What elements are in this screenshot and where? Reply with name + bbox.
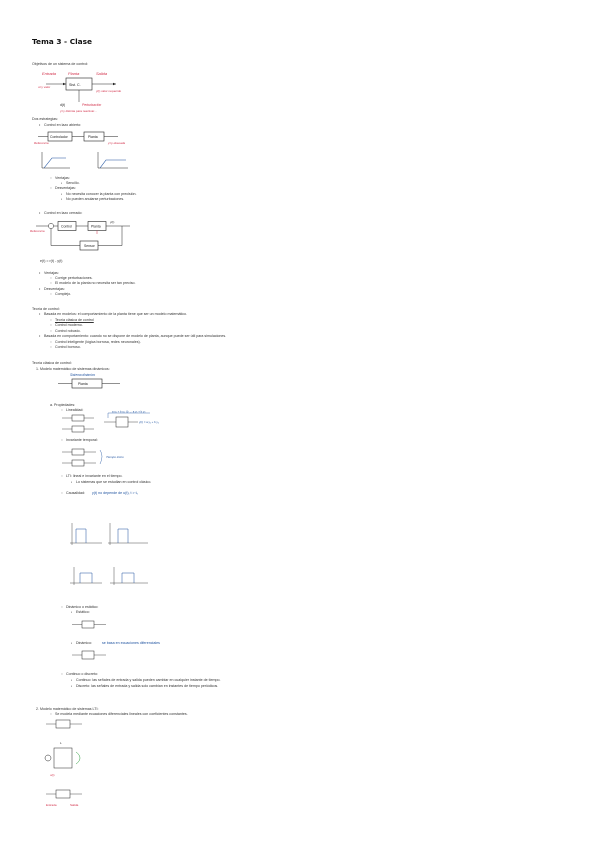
lti-model-diagrams: L u(t) Entrada Salida — [44, 719, 82, 807]
prop-continuous-discrete: Continuo o discreto: — [61, 672, 98, 676]
closed-adv-label: Ventajas: — [39, 271, 59, 275]
props-heading: a. Propiedades: — [50, 403, 76, 407]
svg-text:u=y valor: u=y valor — [38, 85, 50, 89]
svg-text:Entrada: Entrada — [46, 803, 57, 807]
prop-lti-note: Lo sistemas que se estudian en control c… — [71, 480, 151, 484]
open-loop-label: Control en lazo abierto: — [39, 123, 81, 127]
theory-robust: Control robusto. — [50, 329, 80, 333]
prop-lti: LTI: lineal e invariante en el tiempo. — [61, 474, 123, 478]
theory-modern: Control moderno. — [50, 323, 83, 327]
svg-text:L: L — [60, 741, 62, 745]
objectives-heading: Objetivos de un sistema de control: — [32, 62, 89, 66]
prop-time-invariant: Invariante temporal: — [61, 438, 98, 442]
svg-text:y(t) = a y₁ + b y₂: y(t) = a y₁ + b y₂ — [139, 420, 159, 424]
theory-classic: Teoría clásica de control — [50, 318, 94, 322]
svg-text:Salida: Salida — [96, 71, 108, 76]
svg-text:Planta: Planta — [91, 225, 101, 229]
svg-text:Controlador: Controlador — [50, 135, 69, 139]
theory-fuzzy: Control borroso. — [50, 345, 81, 349]
prop-dynamic: Dinámico: — [71, 641, 92, 645]
svg-text:Planta: Planta — [68, 71, 80, 76]
linearity-diagram: a u₁ + b u₂ (t) → a y₁ + b y₂ y(t) = a y… — [62, 410, 159, 433]
item-2a: Se modela mediante ecuaciones diferencia… — [50, 712, 188, 716]
svg-text:y(t) valor requerido: y(t) valor requerido — [96, 89, 122, 93]
dynamic-diagram — [72, 650, 106, 660]
open-dis-1: No necesita conocer la planta con precis… — [61, 192, 136, 196]
svg-text:Sensor: Sensor — [84, 244, 96, 248]
prop-static: Estático: — [71, 610, 90, 614]
prop-discrete: Discreto: las señales de entrada y salid… — [71, 684, 218, 688]
strategies-heading: Dos estrategias: — [32, 117, 58, 121]
prop-continuous: Continuo: las señales de entrada y salid… — [71, 678, 220, 682]
prop-dynamic-static: Dinámico o estático: — [61, 605, 98, 609]
open-adv-label: Ventajas: — [50, 176, 70, 180]
dynamic-system-diagram: Planta Sistema dinámico — [58, 373, 120, 389]
dynamic-note: se basa en ecuaciones diferenciales — [102, 641, 160, 645]
svg-text:y=y deseada: y=y deseada — [107, 141, 125, 145]
svg-text:y(t): y(t) — [110, 220, 114, 224]
time-invariance-diagram: Tiempo inicio — [62, 448, 124, 467]
objectives-diagram: Entrada Planta Salida Sist. C. u=y valor… — [38, 71, 122, 113]
causality-plots — [70, 523, 148, 585]
error-equation: e(t) = r(t) - y(t) — [40, 259, 63, 263]
svg-text:a u₁ + b u₂ (t) → a y₁ + b y₂: a u₁ + b u₂ (t) → a y₁ + b y₂ — [112, 410, 145, 414]
svg-text:Control: Control — [61, 225, 72, 229]
theory-model-based: Basada en modelos: el comportamiento de … — [39, 312, 187, 316]
svg-text:Referencia: Referencia — [30, 229, 45, 233]
open-dis-2: No pueden anularse perturbaciones. — [61, 197, 124, 201]
svg-text:Planta: Planta — [78, 382, 88, 386]
item-2-heading: 2. Modelo matemático de sistemas LTI: — [36, 707, 99, 711]
svg-text:Salida: Salida — [70, 803, 79, 807]
svg-text:u(t): u(t) — [50, 773, 55, 777]
causality-note: y(t) no depende de u(t), t > t₀ — [92, 491, 139, 495]
svg-text:Entrada: Entrada — [42, 71, 57, 76]
page-title: Tema 3 - Clase — [32, 37, 93, 46]
prop-causality: Causalidad: — [61, 491, 85, 495]
svg-text:Perturbación: Perturbación — [82, 103, 101, 107]
static-diagram — [72, 620, 106, 629]
closed-loop-diagram: Control Planta Sensor Referencia y(t) — [30, 220, 130, 251]
svg-text:Sistema dinámico: Sistema dinámico — [70, 373, 95, 377]
svg-text:d(t): d(t) — [60, 103, 65, 107]
closed-dis-label: Desventajas: — [39, 287, 65, 291]
closed-adv-1: Corrige perturbaciones. — [50, 276, 93, 280]
open-adv-1: Sencillo. — [61, 181, 79, 185]
theory-behavior-based: Basada en comportamiento: cuando no se d… — [39, 334, 226, 338]
closed-adv-2: El modelo de la planta no necesita ser t… — [50, 281, 135, 285]
closed-loop-label: Control en lazo cerrado: — [39, 211, 82, 215]
open-loop-diagram: Controlador Planta Referencia y=y desead… — [34, 131, 128, 169]
svg-text:Tiempo inicio: Tiempo inicio — [106, 455, 124, 459]
closed-dis-1: Complejo. — [50, 292, 71, 296]
svg-text:Referencia: Referencia — [34, 141, 49, 145]
prop-linearity: Linealidad: — [61, 408, 84, 412]
svg-text:Sist. C.: Sist. C. — [69, 83, 81, 87]
open-dis-label: Desventajas: — [50, 186, 76, 190]
svg-text:y=y distinta para reactivar...: y=y distinta para reactivar... — [60, 109, 97, 113]
control-theory-heading: Teoría de control: — [32, 307, 60, 311]
item-1-heading: 1. Modelo matemático de sistemas dinámic… — [36, 367, 110, 371]
svg-text:Planta: Planta — [88, 135, 98, 139]
theory-intelligent: Control inteligente (lógica borrosa, red… — [50, 340, 141, 344]
classic-theory-heading: Teoría clásica de control: — [32, 361, 72, 365]
